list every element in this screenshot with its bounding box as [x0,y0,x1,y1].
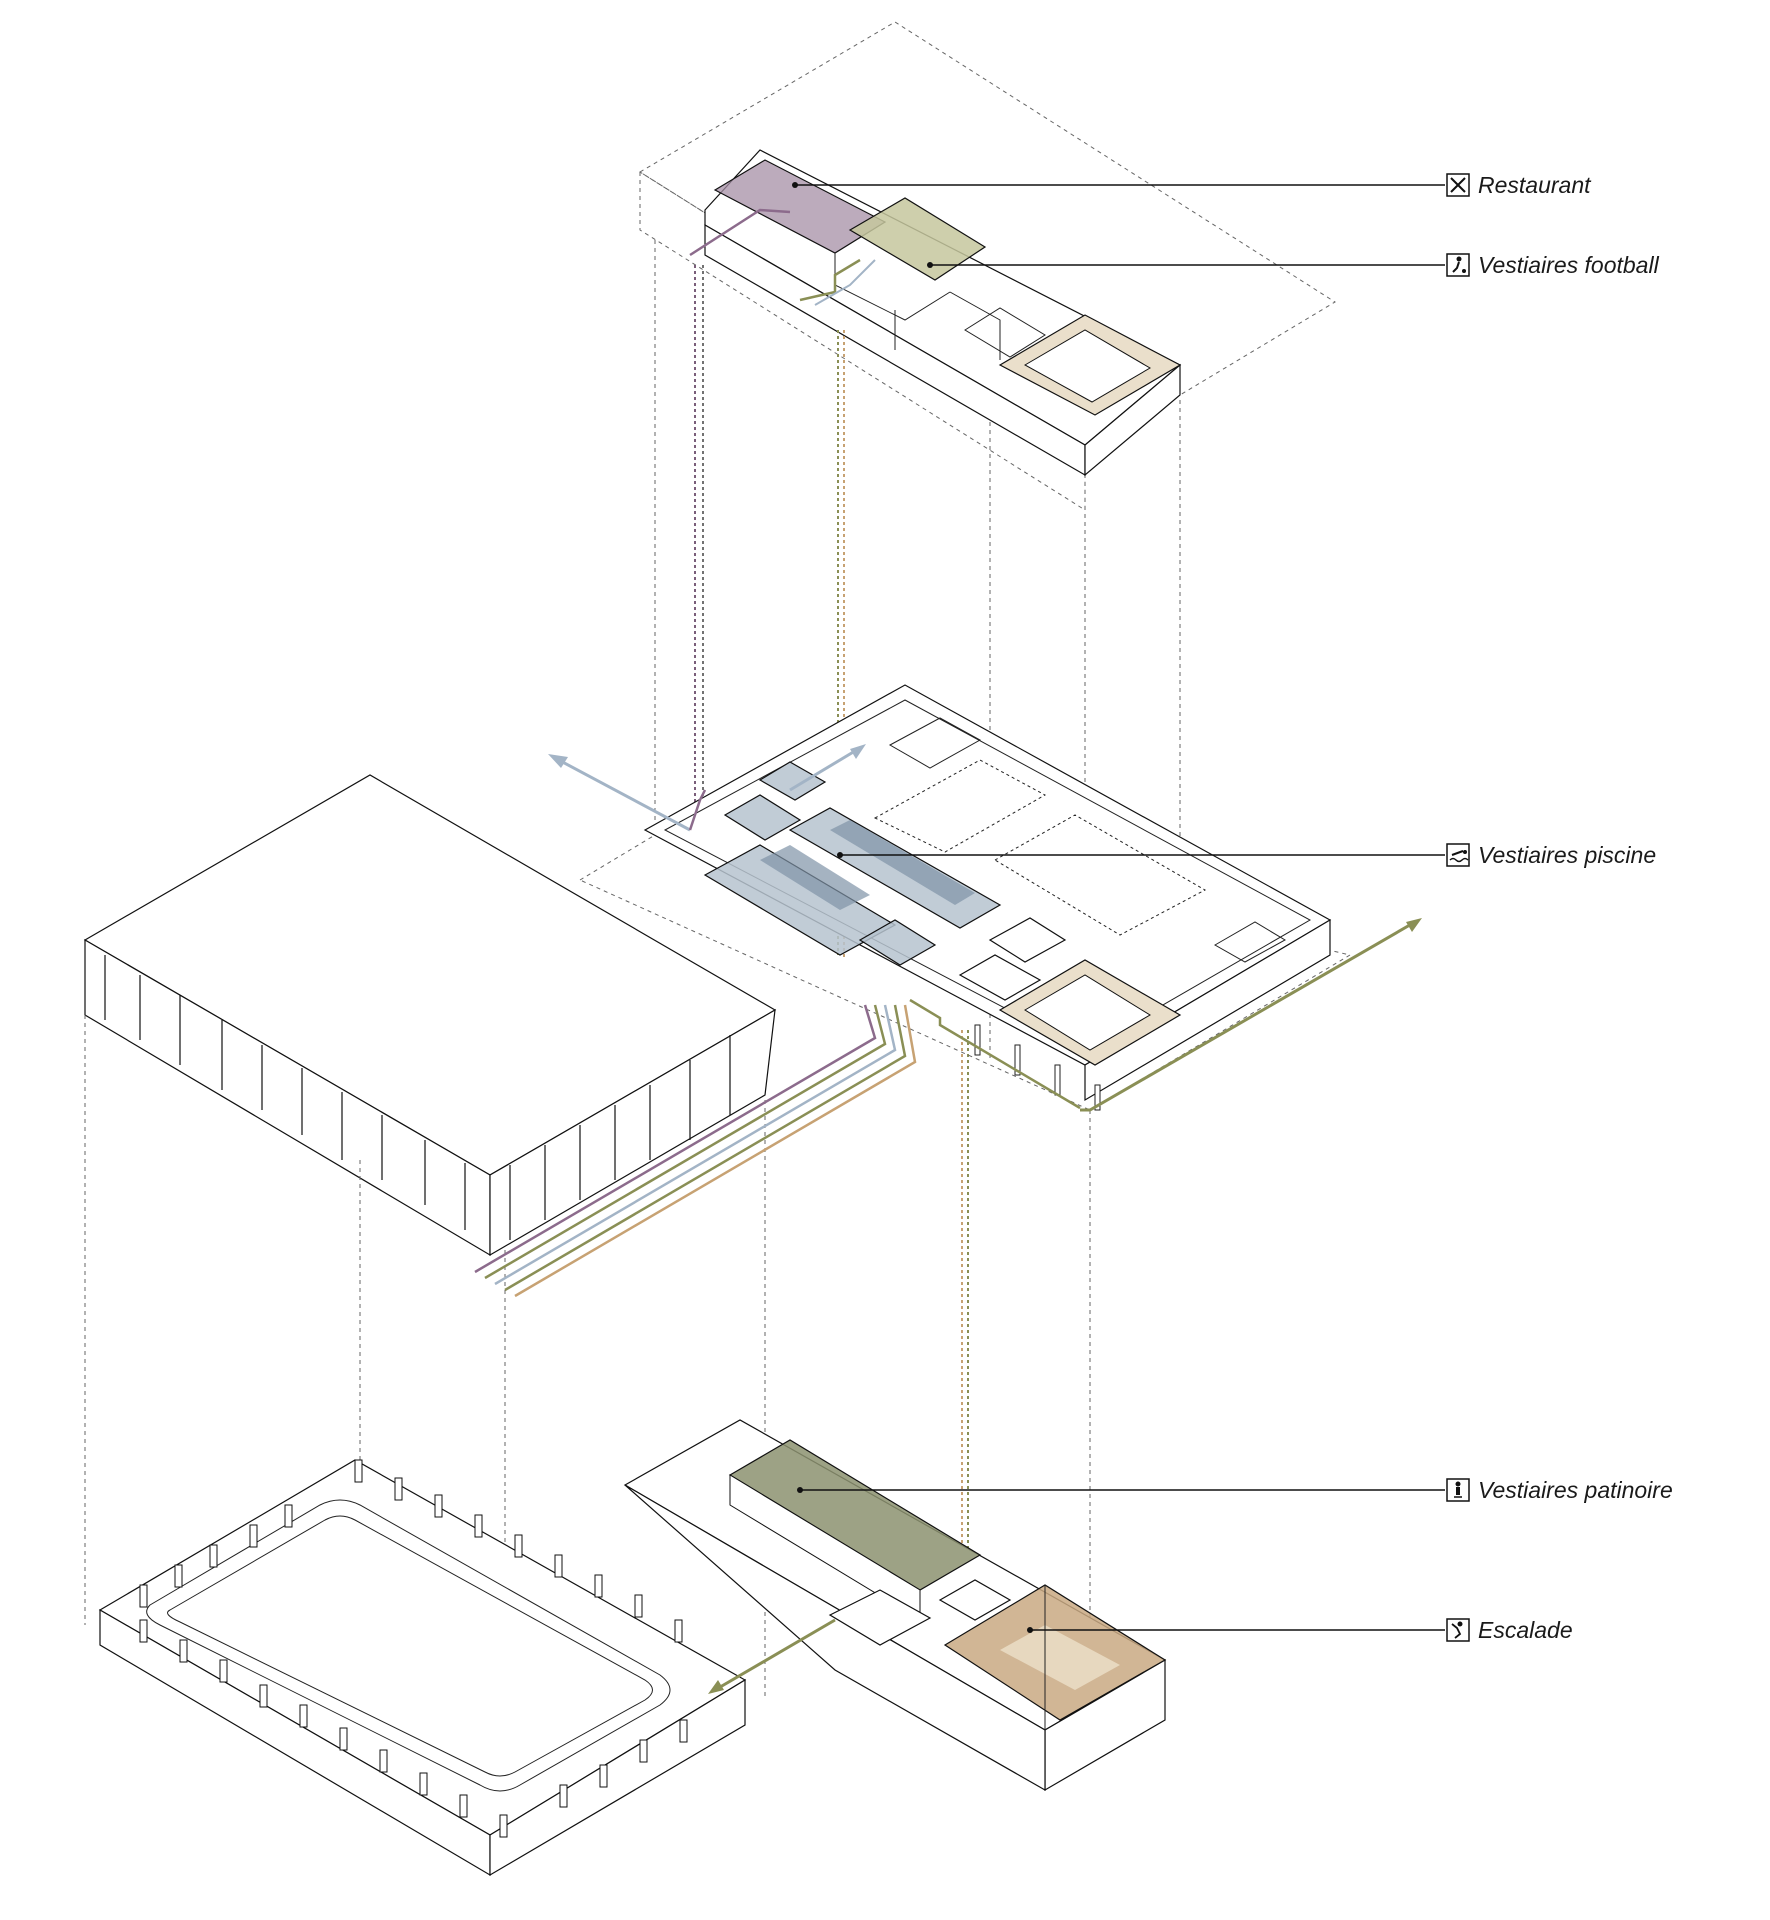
swimmer-icon [1446,843,1470,867]
arrow-grey-right [789,744,866,792]
football-room [848,197,987,281]
top-floor [639,21,1336,1060]
circulation-bundle [474,1004,917,1298]
path-olive-top [799,258,861,302]
label-vestiaires-football: Vestiaires football [1478,252,1660,278]
label-escalade: Escalade [1478,1617,1573,1643]
arrow-grey-left [548,754,691,832]
football-player-icon [1446,253,1470,277]
bottom-floor [623,1419,1167,1792]
legend-leaders [792,182,1445,1633]
cutlery-icon [1446,173,1470,197]
piscine-room-5 [858,919,937,966]
piscine-room-3 [723,794,802,841]
pavilion [83,774,777,1845]
label-vestiaires-piscine: Vestiaires piscine [1478,842,1656,868]
ice-rink [98,1459,747,1877]
skater-icon [1446,1478,1470,1502]
label-restaurant: Restaurant [1478,172,1592,198]
path-purple-top [689,208,791,257]
path-grey-top [814,259,876,306]
arrow-olive-left [708,1618,836,1694]
piscine-room-4 [758,761,827,801]
middle-floor [548,684,1422,1700]
climber-icon [1446,1618,1470,1642]
arrow-olive-right [1080,918,1422,1112]
label-vestiaires-patinoire: Vestiaires patinoire [1478,1477,1673,1503]
